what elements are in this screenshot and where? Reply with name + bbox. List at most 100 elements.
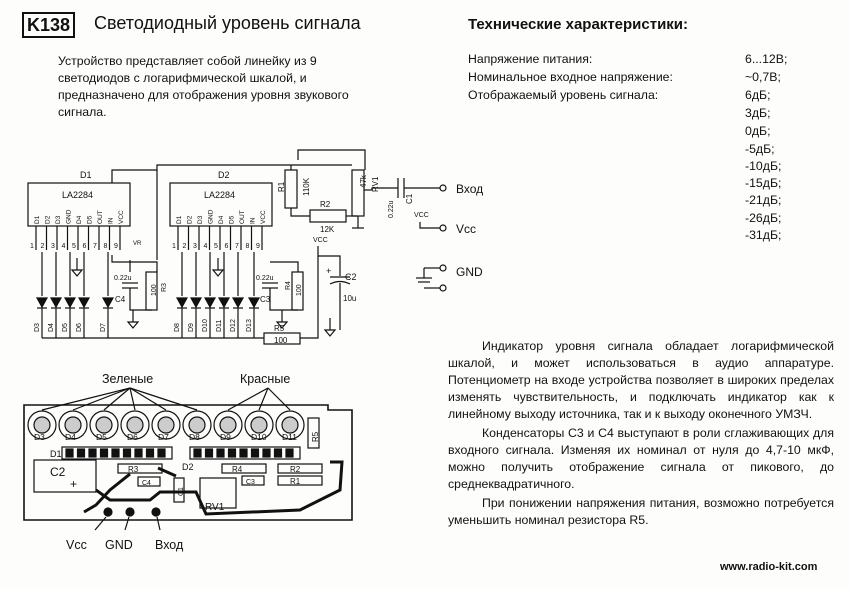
ground-icon (323, 329, 337, 337)
ic-pin-label: GND (208, 209, 215, 224)
led-ref: D9 (188, 323, 195, 332)
ic-pin-number: 5 (72, 243, 76, 250)
led-diode (35, 297, 49, 309)
pcb-led-label: D4 (65, 432, 76, 442)
label-arrow (72, 387, 131, 411)
kit-code: K138 (22, 12, 76, 38)
ic-pin-number: 4 (204, 243, 208, 250)
ic-pin-label: VCC (260, 210, 267, 224)
pcb-led-pad (188, 416, 206, 434)
gnd-terminal-label: GND (456, 265, 483, 279)
ground-icon (126, 321, 140, 329)
pcb-trace (95, 460, 344, 516)
ic-d1-body (27, 182, 131, 227)
c2-plus: + (326, 266, 331, 276)
pcb-r3 (117, 463, 163, 474)
pcb-outline (23, 404, 353, 521)
pcb-led-footprint (151, 410, 181, 440)
c2-value: 10u (343, 294, 356, 303)
pcb-gnd-label: GND (105, 538, 133, 552)
ic-pin-label: D5 (229, 215, 236, 224)
ic-pin-label: D1 (176, 215, 183, 224)
pcb-led-footprint (244, 410, 274, 440)
pcb-ic-pad (239, 448, 248, 458)
label-arrow (129, 387, 167, 411)
pcb-c1 (173, 477, 185, 503)
ic-pin-number: 2 (41, 243, 45, 250)
spec-level-item: 3дБ; (745, 106, 771, 120)
vr-label: VR (133, 241, 142, 247)
pcb-led-label: D8 (189, 432, 200, 442)
ic-pin-label: D2 (187, 215, 194, 224)
r4-value: 100 (296, 284, 303, 296)
pcb-ic-pad (99, 448, 109, 458)
pcb-ic-pad (273, 448, 283, 458)
led-ref: D10 (202, 319, 209, 332)
spec-value-supply: 6...12В; (745, 52, 788, 66)
pcb-led-footprint (275, 410, 305, 440)
led-diode (101, 297, 115, 309)
pcb-led-footprint (27, 410, 57, 440)
r2-value: 12K (320, 225, 335, 234)
c4-value: 0.22u (114, 275, 132, 282)
pcb-r4-label: R4 (232, 465, 243, 474)
pcb-led-footprint (89, 410, 119, 440)
pcb-led-pad (64, 416, 82, 434)
pcb-c2 (33, 459, 97, 493)
pcb-vcc-label: Vcc (66, 538, 87, 552)
pcb-led-pad (126, 416, 144, 434)
pcb-c3 (241, 475, 265, 486)
ic-pin-number: 4 (62, 243, 66, 250)
ic-pin-label: D3 (55, 215, 62, 224)
pcb-ic-pad (145, 448, 155, 458)
intro-text: Устройство представляет собой линейку из… (58, 54, 349, 119)
pcb-r5-label: R5 (311, 431, 320, 442)
ic-pin-label: IN (108, 217, 115, 224)
pcb-rv1-label: RV1 (205, 502, 225, 513)
pcb-r3-label: R3 (128, 465, 139, 474)
pcb-ic-pad (122, 448, 132, 458)
spec-value-level: 6дБ; (745, 88, 771, 102)
gnd-pointer (124, 516, 130, 531)
pcb-ic-pad (227, 448, 237, 458)
gnd-terminal (439, 264, 447, 272)
pcb-ic-pad (65, 448, 74, 458)
r3-value: 100 (151, 284, 158, 296)
ic-pin-label: IN (250, 217, 257, 224)
pcb-led-pad (157, 416, 175, 434)
label-arrow (41, 387, 131, 411)
led-ref: D6 (76, 323, 83, 332)
pcb-led-footprint (120, 410, 150, 440)
c1-ref: C1 (405, 193, 414, 204)
ic-pin-number: 5 (214, 243, 218, 250)
ic-pin-label: D2 (45, 215, 52, 224)
website-link[interactable]: www.radio-kit.com (720, 561, 818, 573)
ic-pin-number: 3 (193, 243, 197, 250)
pcb-input-label: Вход (155, 538, 184, 552)
spec-level-item: -21дБ; (745, 193, 782, 207)
led-diode (247, 297, 261, 309)
pcb-led-footprint (182, 410, 212, 440)
pcb-ic-pad (262, 448, 271, 458)
ic-d1-part: LA2284 (62, 190, 93, 200)
pcb-pad-input (151, 507, 161, 517)
pcb-led-label: D9 (220, 432, 231, 442)
led-diode (175, 297, 189, 309)
spec-level-item: -31дБ; (745, 228, 782, 242)
ic-pin-number: 2 (183, 243, 187, 250)
input-terminal-label: Вход (456, 182, 483, 196)
pcb-ic-pad (111, 448, 120, 458)
pcb-ic-pad (250, 448, 260, 458)
description: Индикатор уровня сигнала обладает логари… (448, 338, 834, 529)
ic-pin-label: D4 (76, 215, 83, 224)
led-diode (49, 297, 63, 309)
r3-ref: R3 (161, 283, 168, 292)
pcb-r4 (221, 463, 267, 474)
pcb-rv1 (199, 477, 237, 509)
spec-label-input: Номинальное входное напряжение: (468, 70, 673, 84)
r2-ref: R2 (320, 200, 331, 209)
label-arrow (258, 387, 269, 411)
ic-pin-label: D1 (34, 215, 41, 224)
description-p1: Индикатор уровня сигнала обладает логари… (448, 339, 834, 421)
